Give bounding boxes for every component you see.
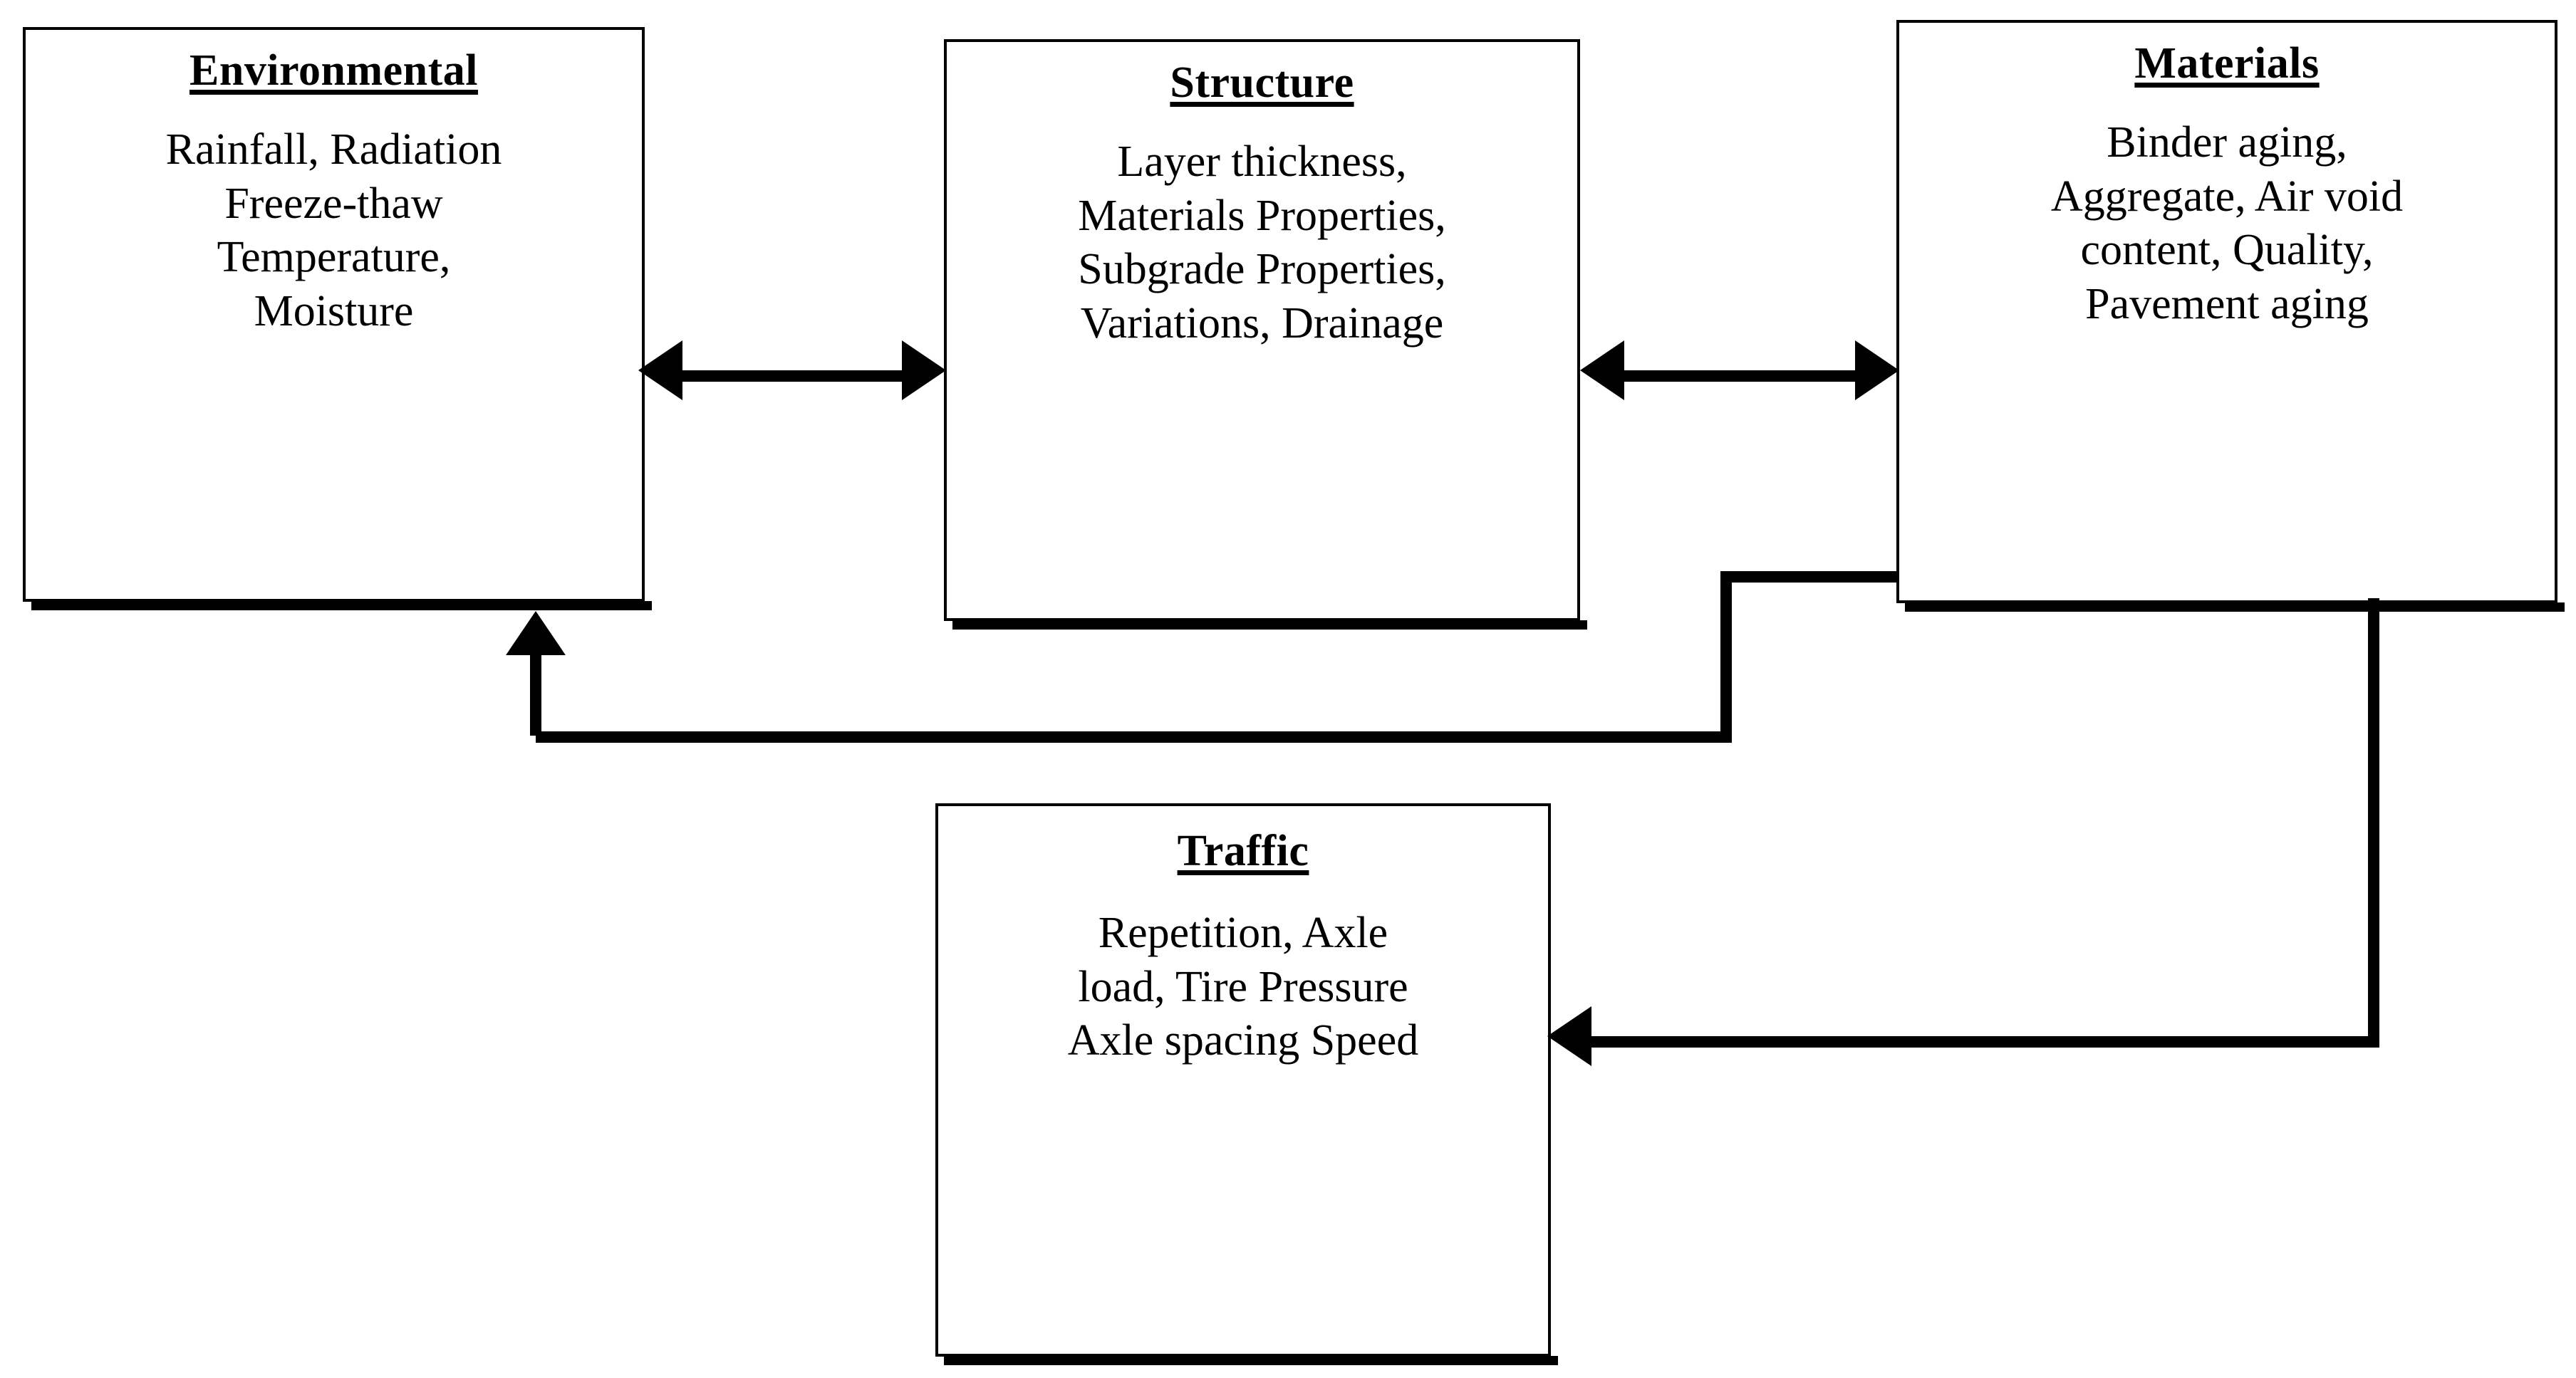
connector-materials-environmental-segment-top xyxy=(1720,571,1899,583)
arrow-right-icon xyxy=(902,340,946,400)
connector-materials-environmental-segment-down xyxy=(1720,571,1732,743)
arrow-right-icon xyxy=(1855,340,1899,400)
node-traffic[interactable]: Traffic Repetition, Axle load, Tire Pres… xyxy=(935,803,1558,1365)
node-structure-title: Structure xyxy=(1170,58,1354,107)
node-traffic-body: Repetition, Axle load, Tire Pressure Axl… xyxy=(1067,909,1419,1065)
connector-materials-environmental-segment-up xyxy=(530,655,541,736)
arrow-left-icon xyxy=(1580,340,1624,400)
node-environmental[interactable]: Environmental Rainfall, Radiation Freeze… xyxy=(23,27,652,610)
node-materials[interactable]: Materials Binder aging, Aggregate, Air v… xyxy=(1896,20,2565,612)
arrow-left-icon xyxy=(1547,1006,1591,1066)
node-environmental-body: Rainfall, Radiation Freeze-thaw Temperat… xyxy=(165,125,502,335)
arrow-up-icon xyxy=(506,611,566,655)
arrow-left-icon xyxy=(638,340,682,400)
node-traffic-title: Traffic xyxy=(1177,827,1309,875)
node-environmental-title: Environmental xyxy=(189,46,478,95)
connector-materials-traffic-segment-left xyxy=(1590,1036,2379,1048)
node-materials-title: Materials xyxy=(2134,39,2320,88)
connector-materials-environmental-segment-bottom xyxy=(536,731,1732,743)
node-materials-body: Binder aging, Aggregate, Air void conten… xyxy=(2050,118,2404,328)
connector-environmental-structure-shaft xyxy=(678,370,906,382)
connector-structure-materials-shaft xyxy=(1621,370,1856,382)
connector-materials-traffic-segment-down xyxy=(2368,598,2379,1047)
node-structure-body: Layer thickness, Materials Properties, S… xyxy=(1078,137,1446,348)
node-structure[interactable]: Structure Layer thickness, Materials Pro… xyxy=(944,39,1587,630)
